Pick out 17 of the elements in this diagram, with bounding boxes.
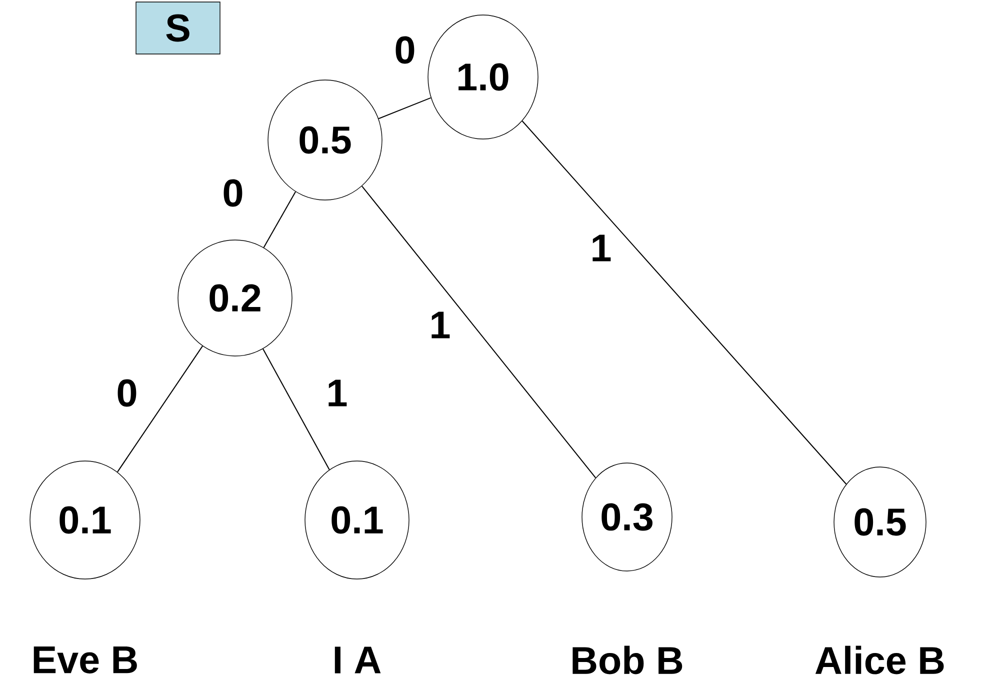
- edge-label: 1: [324, 378, 350, 408]
- edge-label: 1: [428, 310, 453, 340]
- edge-label: 0: [392, 34, 418, 66]
- tree-edge: [262, 348, 330, 470]
- label-box: S: [136, 2, 220, 54]
- leaf-caption: Bob B: [572, 646, 682, 674]
- edge-label: 1: [588, 232, 614, 264]
- edge-label: 0: [220, 178, 246, 208]
- tree-edge: [362, 186, 596, 478]
- tree-edge: [263, 192, 296, 248]
- leaf-caption: I A: [334, 646, 381, 674]
- tree-edge: [117, 346, 203, 472]
- tree-edge: [522, 120, 847, 484]
- leaf-caption: Eve B: [34, 646, 137, 674]
- tree-edge: [378, 97, 432, 120]
- edge-label: 0: [114, 378, 140, 408]
- leaf-caption: Alice B: [815, 646, 944, 674]
